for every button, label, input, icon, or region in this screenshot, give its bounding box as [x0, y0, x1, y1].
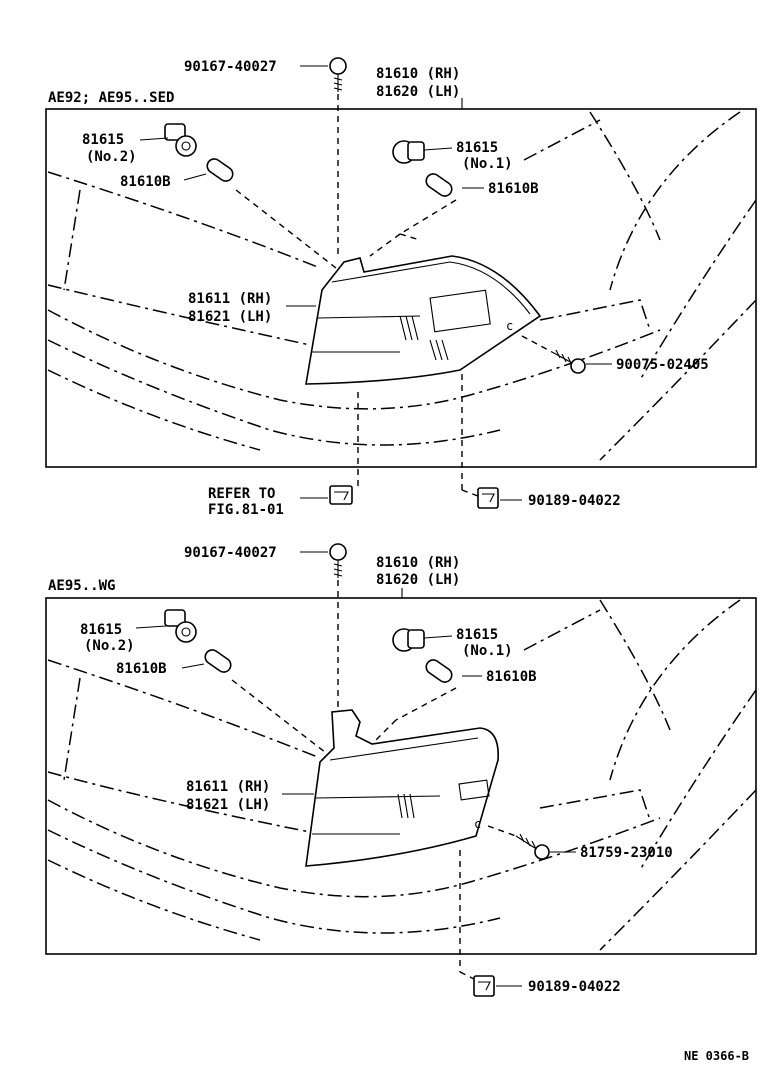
socket-right-note: (No.1) — [462, 643, 513, 659]
socket-left-number: 81615 — [82, 132, 124, 148]
section-wagon: c AE95..WG 90167-40027 81610 (RH) 81620 … — [45, 543, 757, 997]
lens-rh: 81611 (RH) — [188, 291, 272, 307]
bulb-left-number: 81610B — [120, 174, 171, 190]
lens-rh: 81611 (RH) — [186, 779, 270, 795]
lamp-lens: c — [305, 709, 499, 867]
bulb-icon — [206, 158, 234, 182]
refer-fig: FIG.81-01 — [208, 502, 284, 518]
screw-part-number: 90167-40027 — [184, 59, 277, 75]
nut-clip-icon — [473, 975, 495, 997]
bulb-right-number: 81610B — [488, 181, 539, 197]
screw-icon — [515, 833, 550, 860]
bulb-icon — [425, 659, 453, 683]
refer-text: REFER TO — [208, 486, 275, 502]
lamp-assy-lh: 81620 (LH) — [376, 84, 460, 100]
socket-left-note: (No.2) — [84, 638, 135, 654]
model-label: AE92; AE95..SED — [48, 90, 174, 106]
screw-icon — [329, 543, 347, 578]
section-frame — [45, 597, 757, 955]
section-frame — [45, 108, 757, 468]
socket-icon — [392, 628, 425, 652]
bulb-left-number: 81610B — [116, 661, 167, 677]
socket-icon — [392, 140, 425, 164]
side-screw-number: 81759-23010 — [580, 845, 673, 861]
model-label: AE95..WG — [48, 578, 115, 594]
socket-icon — [164, 123, 197, 157]
svg-text:c: c — [506, 319, 513, 333]
lamp-assy-rh: 81610 (RH) — [376, 66, 460, 82]
footer-code: NE 0366-B — [684, 1049, 749, 1063]
socket-right-note: (No.1) — [462, 156, 513, 172]
lamp-lens: c — [305, 255, 542, 385]
nut-clip-icon — [477, 487, 499, 509]
bulb-icon — [425, 173, 453, 197]
socket-left-note: (No.2) — [86, 149, 137, 165]
section-sedan: c AE92; AE95..SED 90167-40027 81610 (RH)… — [45, 57, 757, 518]
svg-text:c: c — [474, 817, 481, 831]
clip-icon — [329, 485, 353, 505]
nut-clip-number: 90189-04022 — [528, 493, 621, 509]
screw-part-number: 90167-40027 — [184, 545, 277, 561]
side-screw-number: 90075-02405 — [616, 357, 709, 373]
socket-right-number: 81615 — [456, 140, 498, 156]
socket-right-number: 81615 — [456, 627, 498, 643]
lamp-assy-lh: 81620 (LH) — [376, 572, 460, 588]
lens-lh: 81621 (LH) — [188, 309, 272, 325]
lens-lh: 81621 (LH) — [186, 797, 270, 813]
socket-icon — [164, 609, 197, 643]
lamp-assy-rh: 81610 (RH) — [376, 555, 460, 571]
bulb-icon — [204, 649, 232, 673]
screw-icon — [329, 57, 347, 92]
nut-clip-number: 90189-04022 — [528, 979, 621, 995]
bulb-right-number: 81610B — [486, 669, 537, 685]
socket-left-number: 81615 — [80, 622, 122, 638]
screw-icon — [551, 349, 586, 374]
